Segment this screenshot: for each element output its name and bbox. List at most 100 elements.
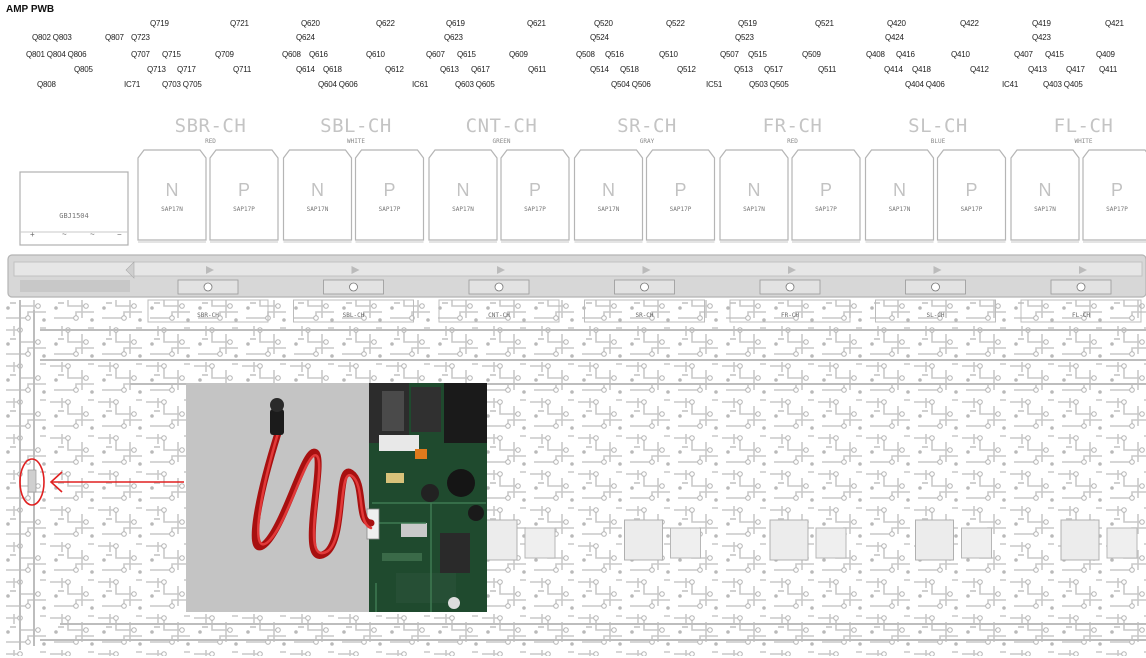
n-transistor-letter: N <box>456 180 470 200</box>
q-label: Q508 <box>576 50 595 59</box>
power-transistor-outline <box>645 149 716 243</box>
q-label: Q709 <box>215 50 234 59</box>
q-label: Q510 <box>659 50 678 59</box>
q-label: Q520 <box>594 19 613 28</box>
channel-wire-color: RED <box>787 138 798 145</box>
channel-wire-color: WHITE <box>346 138 366 145</box>
n-transistor-letter: N <box>311 180 324 200</box>
q-label: Q621 <box>527 19 546 28</box>
n-transistor-letter: N <box>747 180 761 200</box>
p-transistor-letter: P <box>1110 180 1123 200</box>
power-transistor-outline <box>573 149 644 243</box>
board-channel-label: SBR-CH <box>197 312 219 319</box>
q-label: Q711 <box>233 65 252 74</box>
q-label: Q802 Q803 <box>32 33 72 42</box>
q-label: Q613 <box>440 65 459 74</box>
n-transistor-letter: N <box>602 180 615 200</box>
power-transistor-outline <box>137 149 207 243</box>
q-label: Q707 <box>131 50 150 59</box>
bridge-pin: ~ <box>90 230 95 239</box>
bridge-pin: + <box>30 230 35 239</box>
q-label: Q522 <box>666 19 685 28</box>
q-label: Q523 <box>735 33 754 42</box>
n-part-label: SAP17N <box>1034 206 1056 213</box>
q-label: Q409 <box>1096 50 1115 59</box>
board-channel-label: CNT-CH <box>488 312 510 319</box>
p-part-label: SAP17P <box>815 206 837 213</box>
q-label: Q511 <box>818 65 837 74</box>
q-label: Q407 <box>1014 50 1033 59</box>
q-label: Q424 <box>885 33 904 42</box>
bridge-pin: ~ <box>62 230 67 239</box>
q-label: Q514 <box>590 65 609 74</box>
power-transistor-outline <box>1082 149 1146 243</box>
q-label: Q611 <box>528 65 547 74</box>
q-label: Q516 <box>605 50 624 59</box>
channel-connector-mark <box>438 266 560 323</box>
n-part-label: SAP17N <box>597 206 620 213</box>
q-label: Q801 Q804 Q806 <box>26 50 87 59</box>
p-transistor-letter: P <box>819 180 832 200</box>
output-stage-block <box>624 519 701 561</box>
n-transistor-letter: N <box>1038 180 1052 200</box>
q-label: IC61 <box>412 80 429 89</box>
q-label: Q512 <box>677 65 696 74</box>
q-label: Q509 <box>802 50 821 59</box>
channel-title: SBL-CH <box>320 115 392 137</box>
p-part-label: SAP17P <box>233 206 255 213</box>
q-label: Q517 <box>764 65 783 74</box>
q-label: Q604 Q606 <box>318 80 358 89</box>
q-label: Q415 <box>1045 50 1064 59</box>
q-label: Q620 <box>301 19 320 28</box>
q-label: Q410 <box>951 50 970 59</box>
board-channel-label: FR-CH <box>780 312 800 319</box>
q-label: Q703 Q705 <box>162 80 202 89</box>
power-transistor-outline <box>209 149 279 243</box>
q-label: Q411 <box>1099 65 1118 74</box>
channel-wire-color: RED <box>205 138 216 145</box>
q-label: Q603 Q605 <box>455 80 495 89</box>
p-transistor-letter: P <box>965 180 978 200</box>
channel-connector-mark <box>875 266 996 323</box>
channel-connector-mark <box>729 266 851 323</box>
q-label: Q717 <box>177 65 196 74</box>
q-label: Q418 <box>912 65 931 74</box>
channel-wire-color: WHITE <box>1074 138 1093 145</box>
channel-connector-mark <box>1020 266 1142 323</box>
q-label: Q412 <box>970 65 989 74</box>
channel-wire-color: GRAY <box>639 138 655 145</box>
channel-connector-mark <box>147 266 269 323</box>
q-label: Q615 <box>457 50 476 59</box>
q-label: Q624 <box>296 33 315 42</box>
channel-title: FL-CH <box>1053 115 1114 137</box>
q-label: Q417 <box>1066 65 1085 74</box>
channel-wire-color: BLUE <box>930 138 946 145</box>
p-part-label: SAP17P <box>378 206 401 213</box>
q-label: Q807 <box>105 33 124 42</box>
p-transistor-letter: P <box>383 180 396 200</box>
power-transistor-outline <box>500 149 570 243</box>
p-transistor-letter: P <box>528 180 541 200</box>
q-label: Q504 Q506 <box>611 80 651 89</box>
q-label: Q515 <box>748 50 767 59</box>
red-cable-photo <box>251 429 375 559</box>
q-label: Q414 <box>884 65 903 74</box>
callout-circle <box>19 458 45 506</box>
q-label: Q404 Q406 <box>905 80 945 89</box>
q-label: Q723 <box>131 33 150 42</box>
channel-title: SL-CH <box>908 115 968 137</box>
q-label: Q808 <box>37 80 56 89</box>
q-label: Q715 <box>162 50 181 59</box>
q-label: Q623 <box>444 33 463 42</box>
power-transistor-outline <box>354 149 425 243</box>
q-label: Q420 <box>887 19 906 28</box>
bridge-rectifier: GBJ1504 + ~ ~ − <box>20 172 128 245</box>
q-label: Q422 <box>960 19 979 28</box>
q-label: Q612 <box>385 65 404 74</box>
q-label: Q805 <box>74 65 93 74</box>
q-label: Q413 <box>1028 65 1047 74</box>
q-label: Q616 <box>309 50 328 59</box>
q-label: Q521 <box>815 19 834 28</box>
q-label: Q713 <box>147 65 166 74</box>
